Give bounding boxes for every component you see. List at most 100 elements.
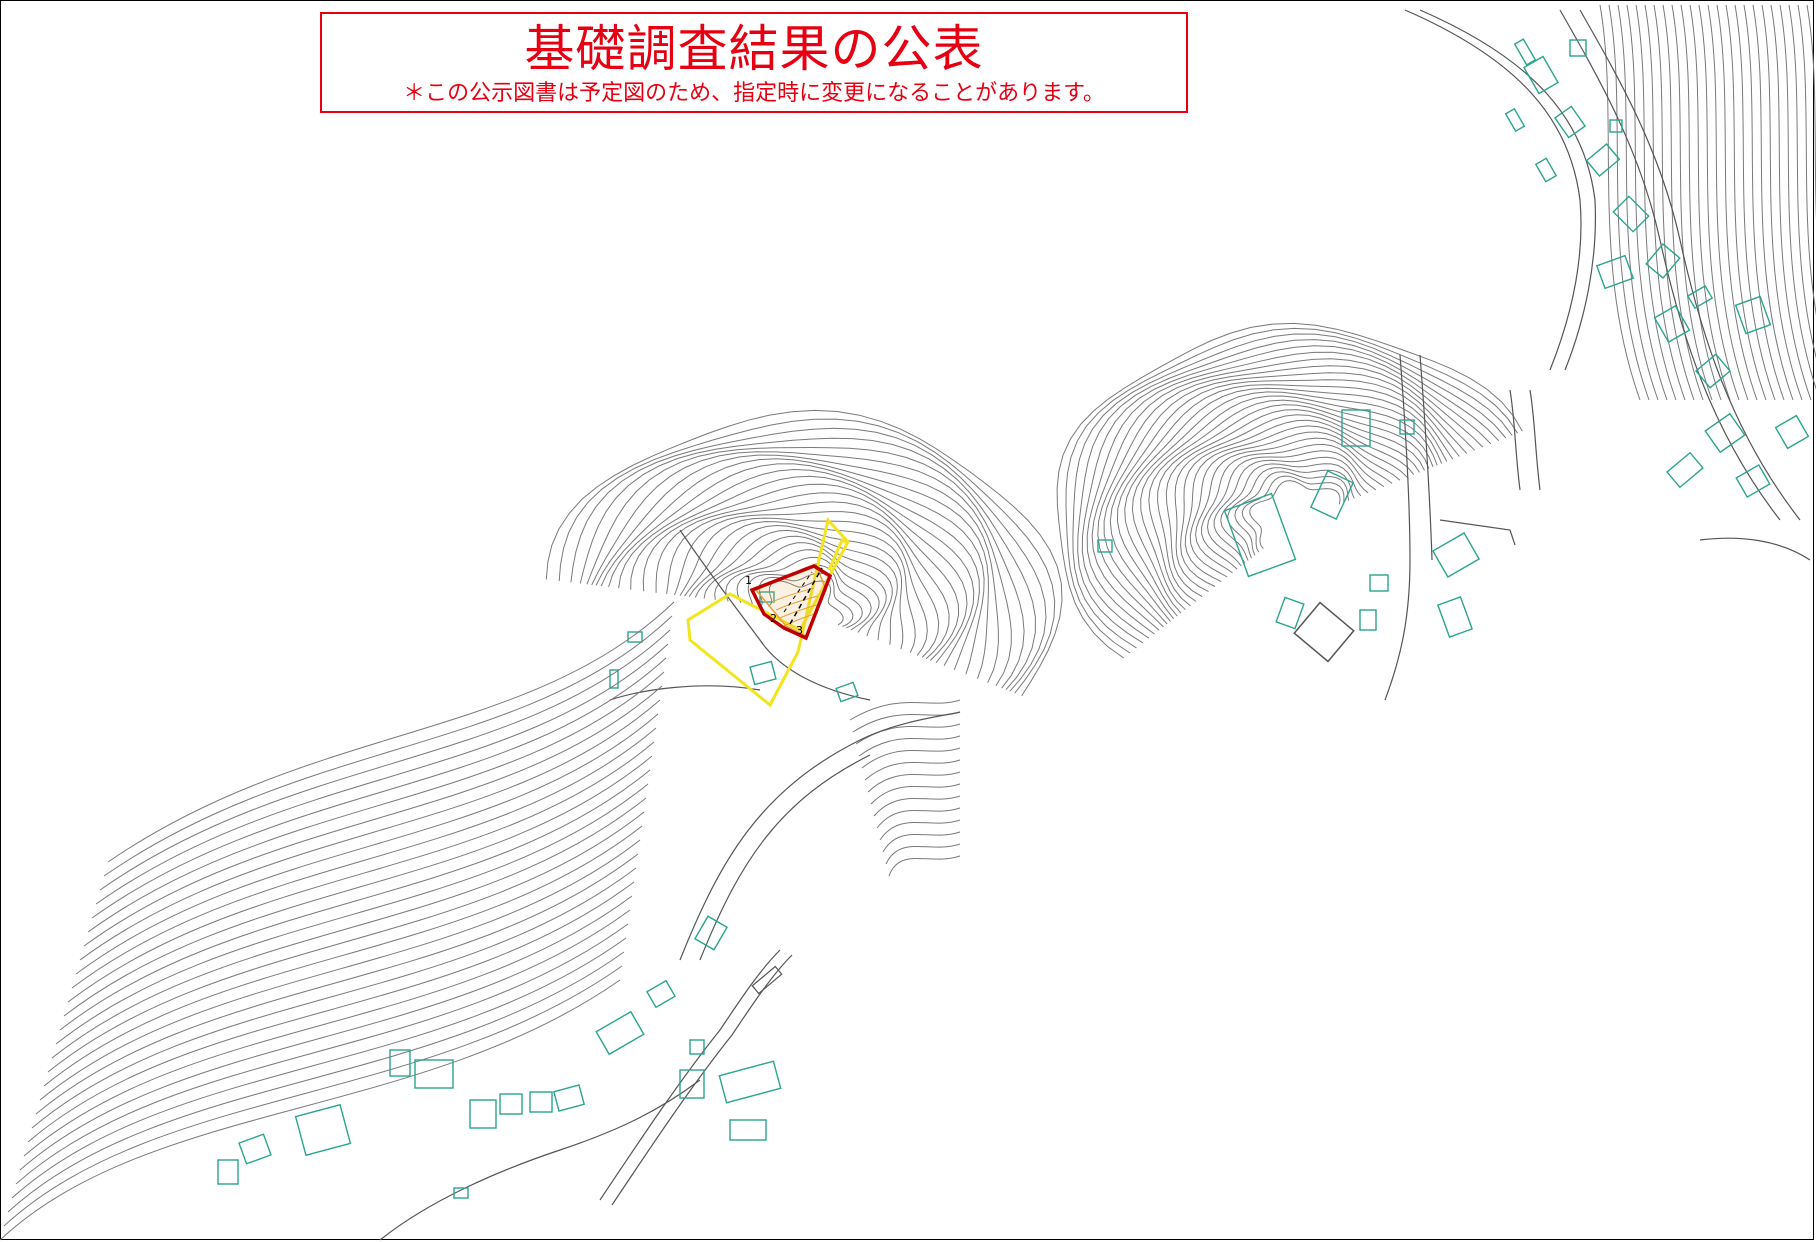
contour-line <box>3 965 623 1227</box>
contour-line <box>600 458 989 679</box>
contour-line <box>1184 425 1408 583</box>
building <box>1513 38 1537 66</box>
building <box>1399 419 1415 435</box>
contour-line <box>684 521 916 653</box>
contour-line <box>855 723 961 745</box>
bottom-railway <box>599 949 781 1201</box>
building <box>217 1159 239 1185</box>
contour-line <box>1072 333 1513 649</box>
building <box>1734 295 1772 335</box>
building <box>595 1010 645 1056</box>
contour-line <box>1081 345 1500 639</box>
contour-line <box>23 895 633 1157</box>
contour-line <box>608 463 985 675</box>
right-cluster <box>1056 322 1523 701</box>
point-label-2: 2 <box>770 612 777 625</box>
central-cluster: 1 2 3 <box>545 409 1063 961</box>
contour-line <box>1201 443 1385 570</box>
contour-line <box>1206 450 1377 567</box>
contour-line <box>858 735 961 757</box>
side-road <box>1509 389 1521 491</box>
contour-line <box>51 797 647 1059</box>
hazard-zone-yellow-tail <box>827 537 847 571</box>
contour-line <box>725 549 880 633</box>
contour-line <box>1743 4 1785 401</box>
contour-line <box>35 853 639 1115</box>
building <box>1569 39 1587 57</box>
contour-line <box>736 556 872 631</box>
contour-line <box>885 843 961 865</box>
building <box>1369 574 1389 592</box>
building <box>414 1059 454 1089</box>
contour-line <box>849 699 961 721</box>
contour-line <box>7 951 625 1213</box>
building <box>1774 414 1810 450</box>
building <box>1686 284 1714 310</box>
point-label-1: 1 <box>745 574 752 587</box>
main-road <box>1559 9 1781 521</box>
contour-line <box>1725 4 1767 401</box>
contour-line <box>1635 4 1677 401</box>
contour-line <box>1213 456 1369 564</box>
contour-line <box>1662 4 1704 401</box>
contour-line <box>1734 4 1776 401</box>
contour-line <box>87 671 665 933</box>
contour-line <box>876 807 961 829</box>
contour-line <box>1157 404 1430 602</box>
hazard-zone-yellow[interactable] <box>686 516 850 708</box>
contour-line <box>864 759 961 781</box>
section-line-2 <box>783 571 813 613</box>
contour-line <box>1065 327 1519 654</box>
contour-line <box>1797 4 1816 316</box>
building <box>749 660 777 686</box>
contour-line <box>679 517 928 656</box>
contour-line <box>1698 4 1740 401</box>
contour-line <box>11 937 627 1199</box>
building <box>499 1093 523 1115</box>
contour-line <box>47 811 645 1073</box>
railway <box>1404 9 1582 371</box>
building <box>1534 157 1558 183</box>
contour-line <box>579 437 1036 691</box>
contour-line <box>1086 351 1492 635</box>
hazard-zone-red[interactable] <box>749 564 833 641</box>
contour-line <box>1148 399 1434 607</box>
side-road-2 <box>1529 389 1541 491</box>
contour-line <box>99 629 671 891</box>
contour-line <box>688 524 904 650</box>
building <box>835 681 859 703</box>
contour-line <box>1241 475 1345 553</box>
contour-line <box>55 783 649 1045</box>
contour-line <box>570 427 1047 692</box>
contour-line <box>1103 372 1468 625</box>
contour-line <box>558 418 1056 694</box>
contour-line <box>1770 4 1812 401</box>
building <box>1595 254 1635 290</box>
contour-line <box>39 839 641 1101</box>
contour-line <box>71 727 657 989</box>
contour-line <box>873 795 961 817</box>
bottom-left-cluster <box>0 601 793 1241</box>
building <box>529 1091 553 1113</box>
bottom-road <box>379 1079 701 1241</box>
contour-line <box>714 542 887 637</box>
section-line <box>789 567 823 625</box>
contour-line <box>107 601 675 863</box>
building <box>1437 596 1473 638</box>
contour-line <box>586 446 1025 689</box>
contour-line <box>1234 471 1350 556</box>
contour-line <box>43 825 643 1087</box>
contour-line <box>1220 463 1362 561</box>
contour-line <box>694 529 898 645</box>
contour-line <box>1249 480 1341 549</box>
building <box>609 669 619 689</box>
contour-line <box>1131 391 1443 614</box>
building <box>1609 119 1623 133</box>
pool-rect <box>1293 601 1355 663</box>
contour-line <box>1608 4 1650 401</box>
contour-line <box>703 535 893 641</box>
building <box>1309 470 1355 520</box>
building <box>1666 451 1704 489</box>
